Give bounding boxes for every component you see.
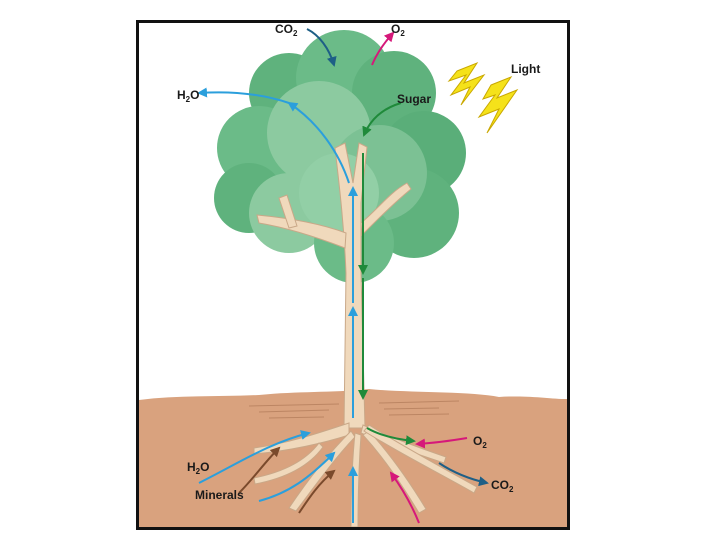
minerals-label: Minerals bbox=[195, 488, 244, 502]
co2-bottom-label: CO2 bbox=[491, 478, 514, 494]
mineral-flow-arrows bbox=[238, 446, 336, 514]
sugar-label: Sugar bbox=[397, 92, 431, 106]
o2-top-label: O2 bbox=[391, 23, 405, 38]
sugar-flow-arrows bbox=[358, 102, 416, 446]
h2o-bottom-label: H2O bbox=[187, 460, 209, 476]
o2-bottom-label: O2 bbox=[473, 434, 487, 450]
oxygen-arrows bbox=[371, 31, 468, 524]
plant-transport-diagram: CO2 O2 Light H2O Sugar H2O Minerals O2 C… bbox=[139, 23, 567, 527]
light-label: Light bbox=[511, 62, 540, 76]
soil-texture bbox=[248, 400, 460, 419]
h2o-top-label: H2O bbox=[177, 88, 199, 104]
co2-top-label: CO2 bbox=[275, 23, 298, 38]
water-flow-arrows bbox=[197, 87, 358, 523]
co2-arrows bbox=[306, 28, 489, 487]
diagram-frame: CO2 O2 Light H2O Sugar H2O Minerals O2 C… bbox=[136, 20, 570, 530]
light-bolts bbox=[447, 61, 519, 134]
